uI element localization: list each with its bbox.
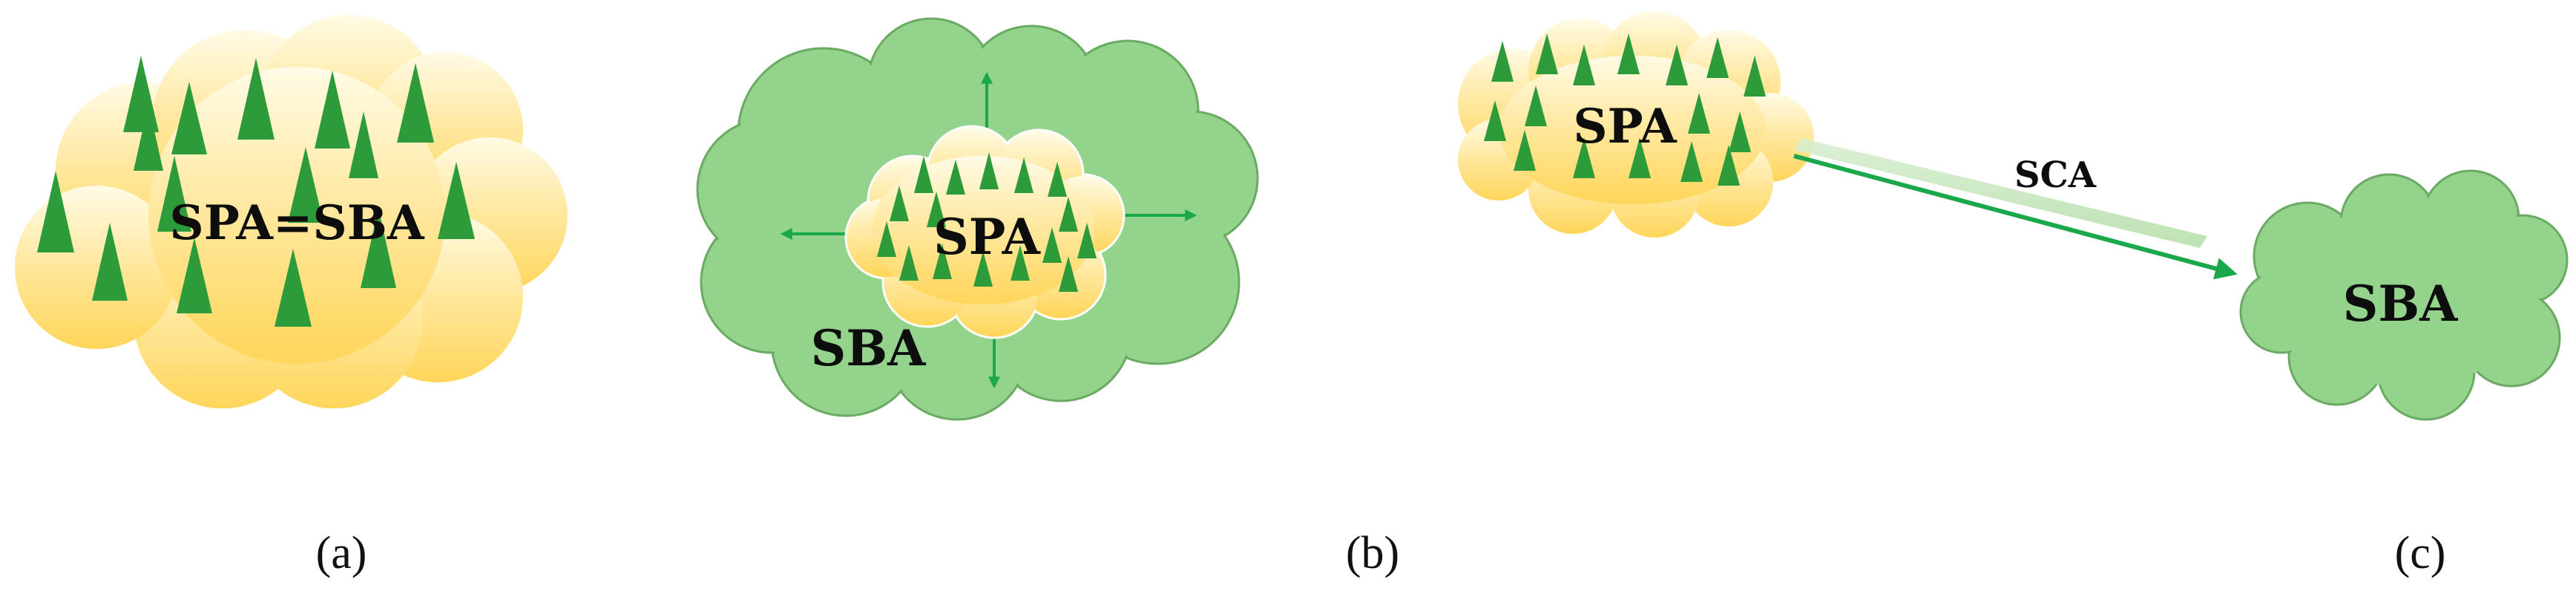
spa-sba-label: SPA=SBA bbox=[170, 195, 425, 251]
caption-c: (c) bbox=[2395, 528, 2446, 578]
panel-c: SPA SCA SBA bbox=[1458, 11, 2569, 421]
caption-b: (b) bbox=[1346, 528, 1399, 578]
caption-a: (a) bbox=[316, 528, 367, 578]
corridor-band bbox=[1794, 138, 2207, 248]
panel-b: SPA SBA bbox=[696, 17, 1259, 421]
trees-a bbox=[37, 56, 475, 327]
trees-c bbox=[1484, 33, 1766, 186]
sba-cloud-c-fill bbox=[2243, 173, 2565, 417]
corridor-label: SCA bbox=[2014, 154, 2097, 196]
spa-label-b: SPA bbox=[933, 208, 1040, 266]
trees-b bbox=[877, 152, 1097, 292]
sba-label-c: SBA bbox=[2343, 275, 2458, 333]
corridor-arrow bbox=[1793, 154, 2238, 280]
spa-label-c: SPA bbox=[1573, 99, 1678, 154]
panel-a: SPA=SBA bbox=[15, 15, 568, 408]
sba-label-b: SBA bbox=[811, 319, 926, 377]
